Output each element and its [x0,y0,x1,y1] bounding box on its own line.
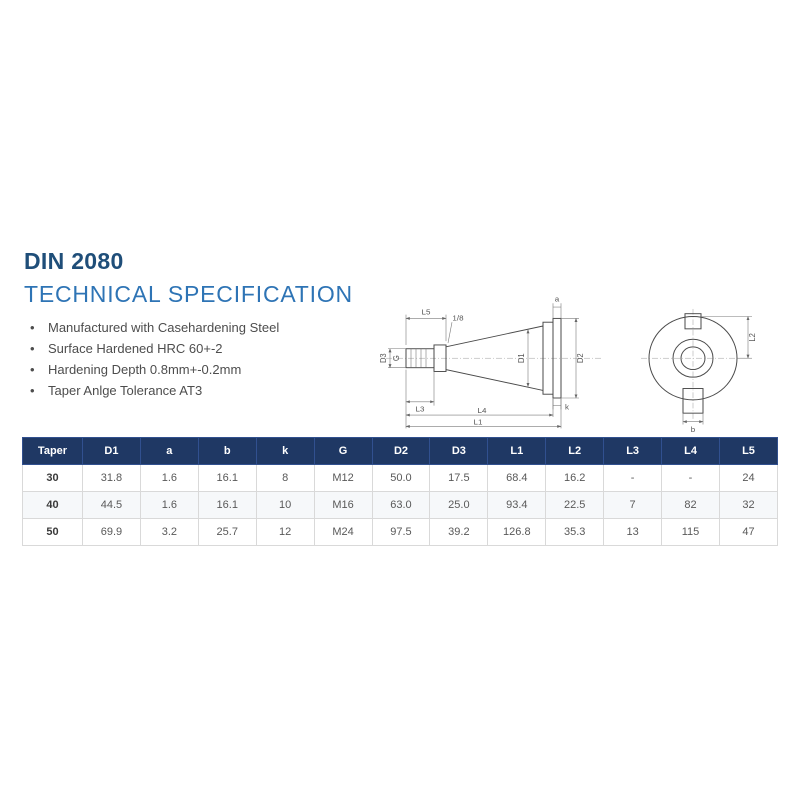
cell: 1.6 [139,491,199,519]
cell: 97.5 [371,518,431,546]
dim-label-l3: L3 [416,404,425,413]
cell: 63.0 [371,491,431,519]
dim-label-l5: L5 [422,308,431,317]
cell: 22.5 [545,491,605,519]
cell-taper: 30 [22,464,83,492]
cell: 39.2 [429,518,489,546]
cell: 68.4 [487,464,547,492]
cell: 7 [603,491,663,519]
side-view-drawing: L5 1/8 D3 G D1 D2 [379,295,602,429]
cell: - [603,464,663,492]
cell: 16.2 [545,464,605,492]
dim-label-g: G [392,355,401,361]
cell: 1.6 [139,464,199,492]
cell: 31.8 [82,464,141,492]
col-header-l2: L2 [545,437,605,465]
dim-label-b: b [691,425,695,434]
col-header-l5: L5 [718,437,779,465]
col-header-d3: D3 [429,437,489,465]
technical-drawing: L5 1/8 D3 G D1 D2 [378,290,788,434]
table-row: 50 69.9 3.2 25.7 12 M24 97.5 39.2 126.8 … [22,518,779,546]
col-header-l3: L3 [603,437,663,465]
page-title: DIN 2080 [24,248,124,274]
cell: 16.1 [197,464,257,492]
dim-label-d2: D2 [576,353,585,363]
dim-label-l4: L4 [478,406,488,415]
cell: M12 [313,464,373,492]
cell: 16.1 [197,491,257,519]
cell: 35.3 [545,518,605,546]
cell: 32 [718,491,779,519]
col-header-g: G [313,437,373,465]
cell: 25.0 [429,491,489,519]
dim-label-l2: L2 [748,333,757,341]
dim-label-k: k [565,403,569,412]
page-subtitle: TECHNICAL SPECIFICATION [24,281,353,307]
col-header-taper: Taper [22,437,83,465]
cell: 3.2 [139,518,199,546]
cell: 82 [661,491,720,519]
cell: 47 [718,518,779,546]
bullet-item: Hardening Depth 0.8mm+-0.2mm [28,362,279,378]
spec-table-header: Taper D1 a b k G D2 D3 L1 L2 L3 L4 L5 [22,437,779,465]
col-header-a: a [139,437,199,465]
col-header-d1: D1 [82,437,141,465]
header-row: Taper D1 a b k G D2 D3 L1 L2 L3 L4 L5 [22,437,779,465]
cell: 17.5 [429,464,489,492]
bullet-item: Taper Anlge Tolerance AT3 [28,383,279,399]
dim-label-l1: L1 [474,418,483,427]
cell: 12 [255,518,315,546]
cell: 10 [255,491,315,519]
cell-taper: 40 [22,491,83,519]
spec-bullet-list: Manufactured with Casehardening Steel Su… [28,320,279,404]
spec-table: Taper D1 a b k G D2 D3 L1 L2 L3 L4 L5 30… [22,437,779,546]
col-header-l1: L1 [487,437,547,465]
cell-taper: 50 [22,518,83,546]
cell: 115 [661,518,720,546]
dim-label-a: a [555,295,560,304]
cell: M24 [313,518,373,546]
table-row: 30 31.8 1.6 16.1 8 M12 50.0 17.5 68.4 16… [22,464,779,492]
cell: 24 [718,464,779,492]
cell: 69.9 [82,518,141,546]
dim-label-d1: D1 [517,353,526,363]
col-header-b: b [197,437,257,465]
cell: 8 [255,464,315,492]
taper-shank-drawing: L5 1/8 D3 G D1 D2 [379,295,757,434]
cell: 126.8 [487,518,547,546]
dim-label-d3: D3 [379,353,388,363]
cell: 25.7 [197,518,257,546]
cell: - [661,464,720,492]
cell: 93.4 [487,491,547,519]
cell: M16 [313,491,373,519]
cell: 13 [603,518,663,546]
bullet-item: Surface Hardened HRC 60+-2 [28,341,279,357]
col-header-d2: D2 [371,437,431,465]
bullet-item: Manufactured with Casehardening Steel [28,320,279,336]
table-row: 40 44.5 1.6 16.1 10 M16 63.0 25.0 93.4 2… [22,491,779,519]
cell: 50.0 [371,464,431,492]
dim-label-thread: 1/8 [452,314,463,323]
front-view-drawing: L2 b [641,308,757,434]
cell: 44.5 [82,491,141,519]
col-header-l4: L4 [661,437,720,465]
col-header-k: k [255,437,315,465]
